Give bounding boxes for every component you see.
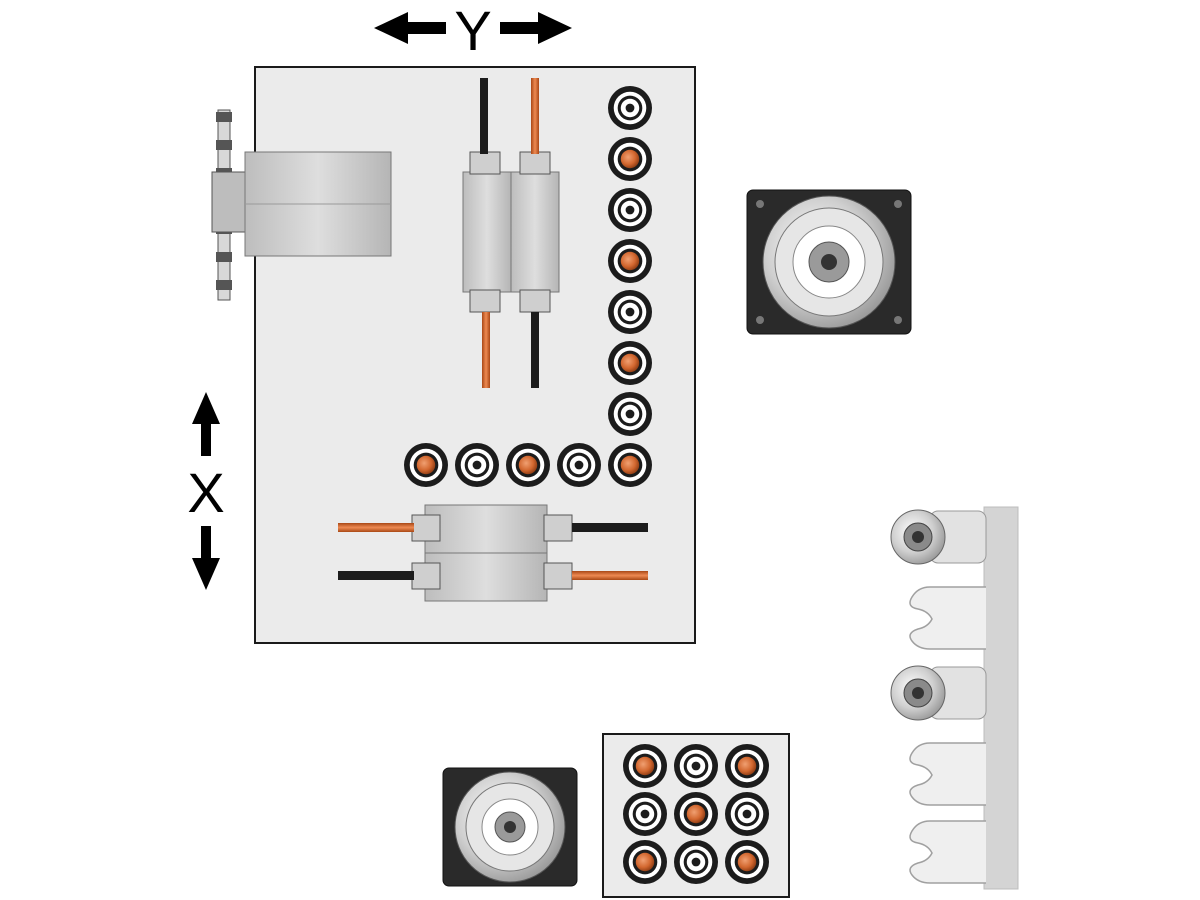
drill-bit-black <box>480 78 488 154</box>
empty-fork-slot <box>909 586 986 650</box>
bushing-black <box>608 188 652 232</box>
arrow-left-icon <box>374 12 446 44</box>
saw-aggregate <box>211 109 392 301</box>
bushing-copper <box>674 792 718 836</box>
bushing-copper <box>608 341 652 385</box>
x-axis-indicator: X <box>187 392 225 590</box>
tool-holder <box>890 665 987 721</box>
bushing-black <box>608 290 652 334</box>
bushing-copper <box>608 443 652 487</box>
drill-block-left <box>462 171 512 293</box>
bushing-black <box>557 443 601 487</box>
spindle-mount-large <box>746 189 912 335</box>
bushing-grid <box>623 744 769 884</box>
empty-fork-slot <box>909 742 986 806</box>
drill-bit-copper <box>531 78 539 154</box>
bushing-row <box>404 443 601 487</box>
drill-block-right <box>510 171 560 293</box>
bushing-black <box>674 840 718 884</box>
bushing-copper <box>725 744 769 788</box>
bushing-black <box>674 744 718 788</box>
bushing-copper <box>506 443 550 487</box>
arrow-right-icon <box>500 12 572 44</box>
drill-block-bottom <box>424 552 548 602</box>
empty-fork-slot <box>909 820 986 884</box>
bushing-black <box>608 86 652 130</box>
drill-bit-copper <box>482 312 490 388</box>
bushing-black <box>455 443 499 487</box>
bushing-copper <box>623 840 667 884</box>
vertical-drill-unit <box>462 78 560 388</box>
bushing-copper <box>404 443 448 487</box>
horizontal-drill-unit <box>338 504 648 602</box>
bushing-copper <box>623 744 667 788</box>
bushing-black <box>608 392 652 436</box>
drill-bit-copper <box>338 523 414 532</box>
tool-rack-rail <box>983 506 1019 890</box>
bushing-copper <box>608 137 652 181</box>
y-axis-indicator: Y <box>374 0 572 62</box>
drill-block-top <box>424 504 548 554</box>
saw-hub <box>211 171 249 233</box>
arrow-down-icon <box>192 526 220 590</box>
drill-bit-black <box>572 523 648 532</box>
drill-bit-copper <box>572 571 648 580</box>
x-axis-label: X <box>187 461 224 524</box>
drill-bit-black <box>531 312 539 388</box>
tool-holder <box>890 509 987 565</box>
arrow-up-icon <box>192 392 220 456</box>
spindle-mount-small <box>442 767 578 887</box>
bushing-column <box>608 86 652 487</box>
drill-bit-black <box>338 571 414 580</box>
bushing-black <box>725 792 769 836</box>
bushing-copper <box>725 840 769 884</box>
y-axis-label: Y <box>454 0 491 62</box>
bushing-black <box>623 792 667 836</box>
tool-rack <box>890 506 1019 890</box>
bushing-copper <box>608 239 652 283</box>
